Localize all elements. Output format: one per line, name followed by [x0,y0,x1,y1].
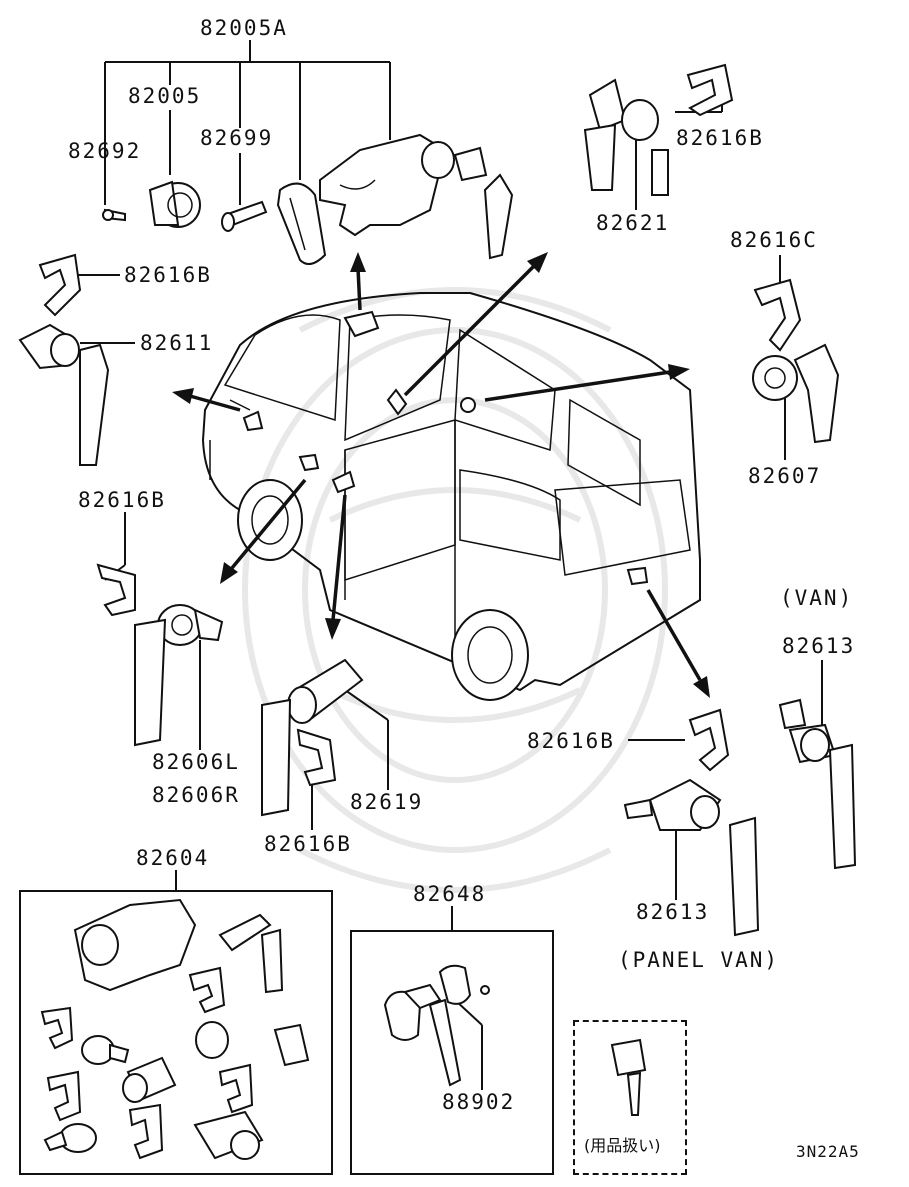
label-88902: 88902 [442,1090,516,1114]
part-steering-lock [319,133,514,260]
part-accessory-key [610,1038,647,1116]
label-panel-van: (PANEL VAN) [618,948,780,972]
label-82613-van: 82613 [782,634,856,658]
label-82604: 82604 [136,846,210,870]
label-accessory-note: (用品扱い) [584,1136,661,1155]
part-82616B-clip-mid [96,563,136,617]
label-82616B-left: 82616B [124,263,212,287]
part-82616B-clip-top [686,63,734,117]
diagram-code: 3N22A5 [796,1142,860,1161]
label-82611: 82611 [140,331,214,355]
part-82613-van-lock [778,698,857,870]
label-82613-panel: 82613 [636,900,710,924]
part-82606-lock [134,604,224,747]
part-82692-screw [102,208,126,222]
part-82619-lock [261,658,364,817]
part-bracket-ring [276,182,327,265]
watermark-emblem [242,287,668,893]
label-82616B-top: 82616B [676,126,764,150]
label-82648: 82648 [413,882,487,906]
location-arrows [172,252,710,698]
part-82648-key-remote [383,964,490,1087]
label-82616C: 82616C [730,228,818,252]
label-82606R: 82606R [152,783,240,807]
part-82613-panel-lock [623,778,760,937]
label-82005A: 82005A [200,16,288,40]
part-82616B-clip-low [296,728,337,787]
part-82621-lock [583,78,669,196]
accessory-box [573,1020,687,1175]
part-82616C-clip [753,278,802,352]
van-body [201,292,701,701]
label-82621: 82621 [596,211,670,235]
label-82619: 82619 [350,790,424,814]
part-82604-kit [40,898,310,1160]
part-82607-lock [752,343,840,444]
label-82616B-low: 82616B [264,832,352,856]
kit-box-82648 [350,930,554,1175]
part-82616B-clip-left [38,253,82,317]
part-82616B-clip-right [688,708,730,772]
label-82699: 82699 [200,126,274,150]
label-van: (VAN) [780,586,854,610]
label-82692: 82692 [68,139,142,163]
part-82005-cylinder [148,180,201,228]
part-82611-lock [18,323,110,466]
kit-box-82604 [19,890,333,1175]
label-82616B-right: 82616B [527,729,615,753]
label-82616B-mid: 82616B [78,488,166,512]
label-82005: 82005 [128,84,202,108]
part-82699-bolt [221,200,268,232]
label-82607: 82607 [748,464,822,488]
label-82606L: 82606L [152,750,240,774]
